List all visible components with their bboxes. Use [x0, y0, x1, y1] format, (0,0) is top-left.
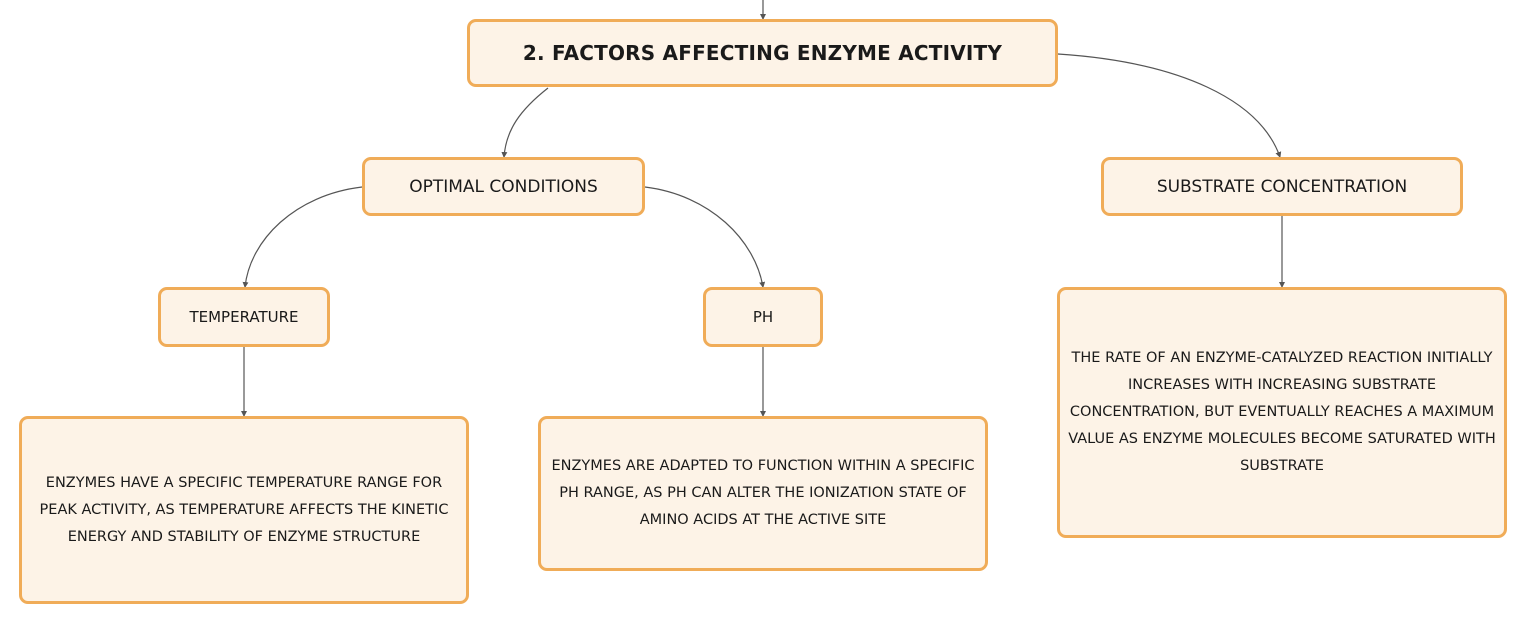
temperature-node[interactable]: TEMPERATURE — [158, 287, 330, 347]
root-topic-node[interactable]: 2. FACTORS AFFECTING ENZYME ACTIVITY — [467, 19, 1058, 87]
ph-node[interactable]: PH — [703, 287, 823, 347]
root-topic-label: 2. FACTORS AFFECTING ENZYME ACTIVITY — [522, 41, 1003, 65]
connector-root-to-optimal-conditions — [501, 87, 549, 158]
optimal-conditions-label: OPTIMAL CONDITIONS — [409, 176, 598, 197]
substrate-concentration-label: SUBSTRATE CONCENTRATION — [1156, 176, 1408, 197]
temperature-detail-text: ENZYMES HAVE A SPECIFIC TEMPERATURE RANG… — [39, 474, 449, 545]
substrate-concentration-detail-text: THE RATE OF AN ENZYME-CATALYZED REACTION… — [1068, 350, 1496, 474]
connector-optimal-to-ph — [644, 186, 766, 288]
ph-detail-node[interactable]: ENZYMES ARE ADAPTED TO FUNCTION WITHIN A… — [538, 416, 988, 571]
optimal-conditions-node[interactable]: OPTIMAL CONDITIONS — [362, 157, 645, 216]
ph-detail-text: ENZYMES ARE ADAPTED TO FUNCTION WITHIN A… — [551, 458, 975, 528]
ph-label: PH — [752, 308, 774, 326]
connector-optimal-to-temperature — [242, 186, 363, 288]
connector-root-to-substrate-concentration — [1057, 53, 1282, 158]
substrate-concentration-node[interactable]: SUBSTRATE CONCENTRATION — [1101, 157, 1463, 216]
substrate-concentration-detail-node[interactable]: THE RATE OF AN ENZYME-CATALYZED REACTION… — [1057, 287, 1507, 538]
temperature-label: TEMPERATURE — [189, 308, 299, 326]
temperature-detail-node[interactable]: ENZYMES HAVE A SPECIFIC TEMPERATURE RANG… — [19, 416, 469, 604]
